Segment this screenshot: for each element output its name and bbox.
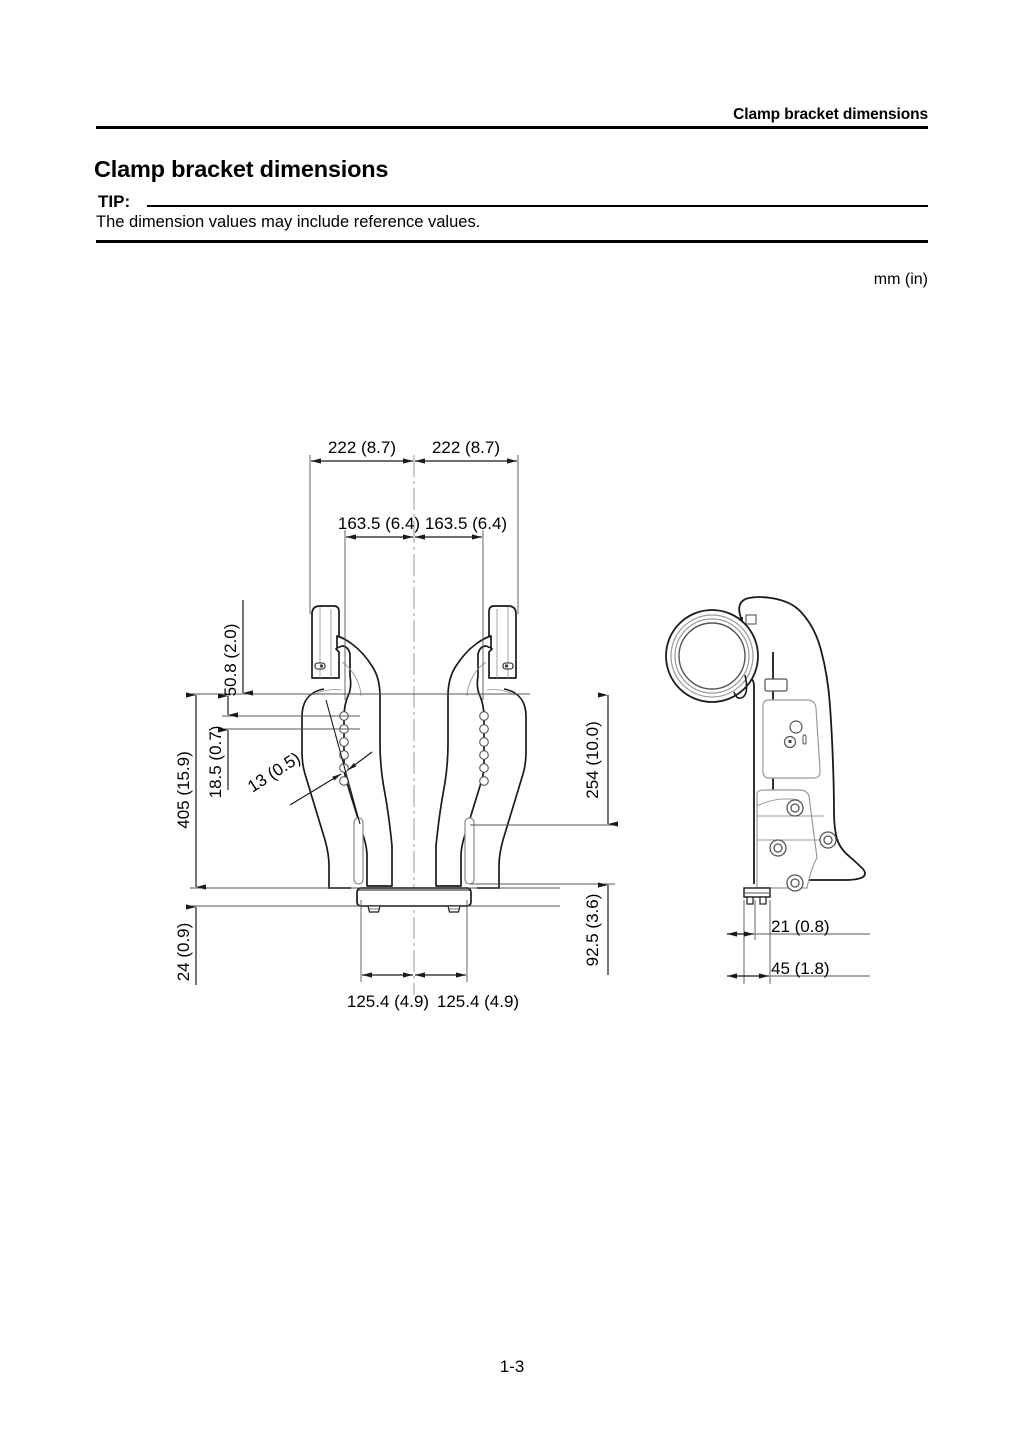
dimtext-18-5: 18.5 (0.7) xyxy=(206,726,225,799)
side-view-foot-left xyxy=(746,896,754,905)
leader-13-left xyxy=(289,773,342,806)
page-title: Clamp bracket dimensions xyxy=(94,155,389,182)
dimtext-50-8: 50.8 (2.0) xyxy=(221,624,240,697)
left-arm-upper-outer xyxy=(305,688,325,701)
side-view-dim-arrows xyxy=(727,931,769,979)
tip-text: The dimension values may include referen… xyxy=(96,213,481,231)
dimtext-125-left: 125.4 (4.9) xyxy=(347,992,429,1011)
front-view-dimensions xyxy=(190,455,615,982)
left-arm-shoulder-line xyxy=(341,661,362,697)
side-view xyxy=(665,596,866,905)
side-view-bore-outer xyxy=(665,609,759,703)
dimtext-13: 13 (0.5) xyxy=(244,748,303,796)
tip-label: TIP: xyxy=(98,192,131,211)
side-view-bore-ring-1 xyxy=(670,614,754,698)
side-view-notch xyxy=(741,677,755,884)
dimtext-163-left: 163.5 (6.4) xyxy=(338,514,420,533)
dimtext-24: 24 (0.9) xyxy=(174,923,193,982)
leader-13-guide xyxy=(325,699,361,825)
dimtext-163-right: 163.5 (6.4) xyxy=(425,514,507,533)
side-view-bore-inner xyxy=(678,622,746,690)
side-view-bolt-bosses xyxy=(769,799,837,892)
side-view-slot-small xyxy=(802,734,807,745)
right-arm-body xyxy=(435,635,492,887)
dimtext-45: 45 (1.8) xyxy=(771,959,830,978)
side-view-lower-block xyxy=(756,789,818,889)
right-arm-group xyxy=(435,605,527,889)
left-arm-body xyxy=(336,635,393,887)
page-number: 1-3 xyxy=(499,1357,525,1376)
side-view-dimensions xyxy=(743,900,870,984)
front-view xyxy=(301,455,527,995)
dimtext-405: 405 (15.9) xyxy=(174,751,193,829)
dimtext-125-right: 125.4 (4.9) xyxy=(437,992,519,1011)
dimtext-21: 21 (0.8) xyxy=(771,917,830,936)
right-arm-slot xyxy=(464,817,475,885)
units-note: mm (in) xyxy=(873,271,928,288)
front-view-dim-arrows xyxy=(186,458,618,985)
side-view-bore-blend xyxy=(733,674,748,699)
side-view-hole-a xyxy=(789,720,803,734)
running-head: Clamp bracket dimensions xyxy=(733,106,928,123)
dimtext-222-right: 222 (8.7) xyxy=(432,438,500,457)
dimtext-92-5: 92.5 (3.6) xyxy=(583,894,602,967)
side-view-top-square xyxy=(745,614,757,625)
side-view-bore-ring-2 xyxy=(674,618,750,694)
tip-rule xyxy=(147,205,928,207)
base-plate xyxy=(356,887,472,907)
left-arm-outer-contour xyxy=(301,699,351,889)
left-mount-slot-dot xyxy=(319,664,324,668)
left-arm-slot xyxy=(353,817,364,885)
leader-13-right xyxy=(347,751,373,771)
dimtext-222-left: 222 (8.7) xyxy=(328,438,396,457)
side-view-foot-right xyxy=(759,896,767,905)
right-arm-hole-column xyxy=(479,711,489,786)
header-rule xyxy=(96,126,928,129)
tip-bottom-rule xyxy=(96,240,928,243)
side-view-plate-tag xyxy=(764,678,788,692)
side-view-base-block xyxy=(743,887,771,898)
dimtext-254: 254 (10.0) xyxy=(583,721,602,799)
side-view-hole-b-core xyxy=(788,740,792,743)
